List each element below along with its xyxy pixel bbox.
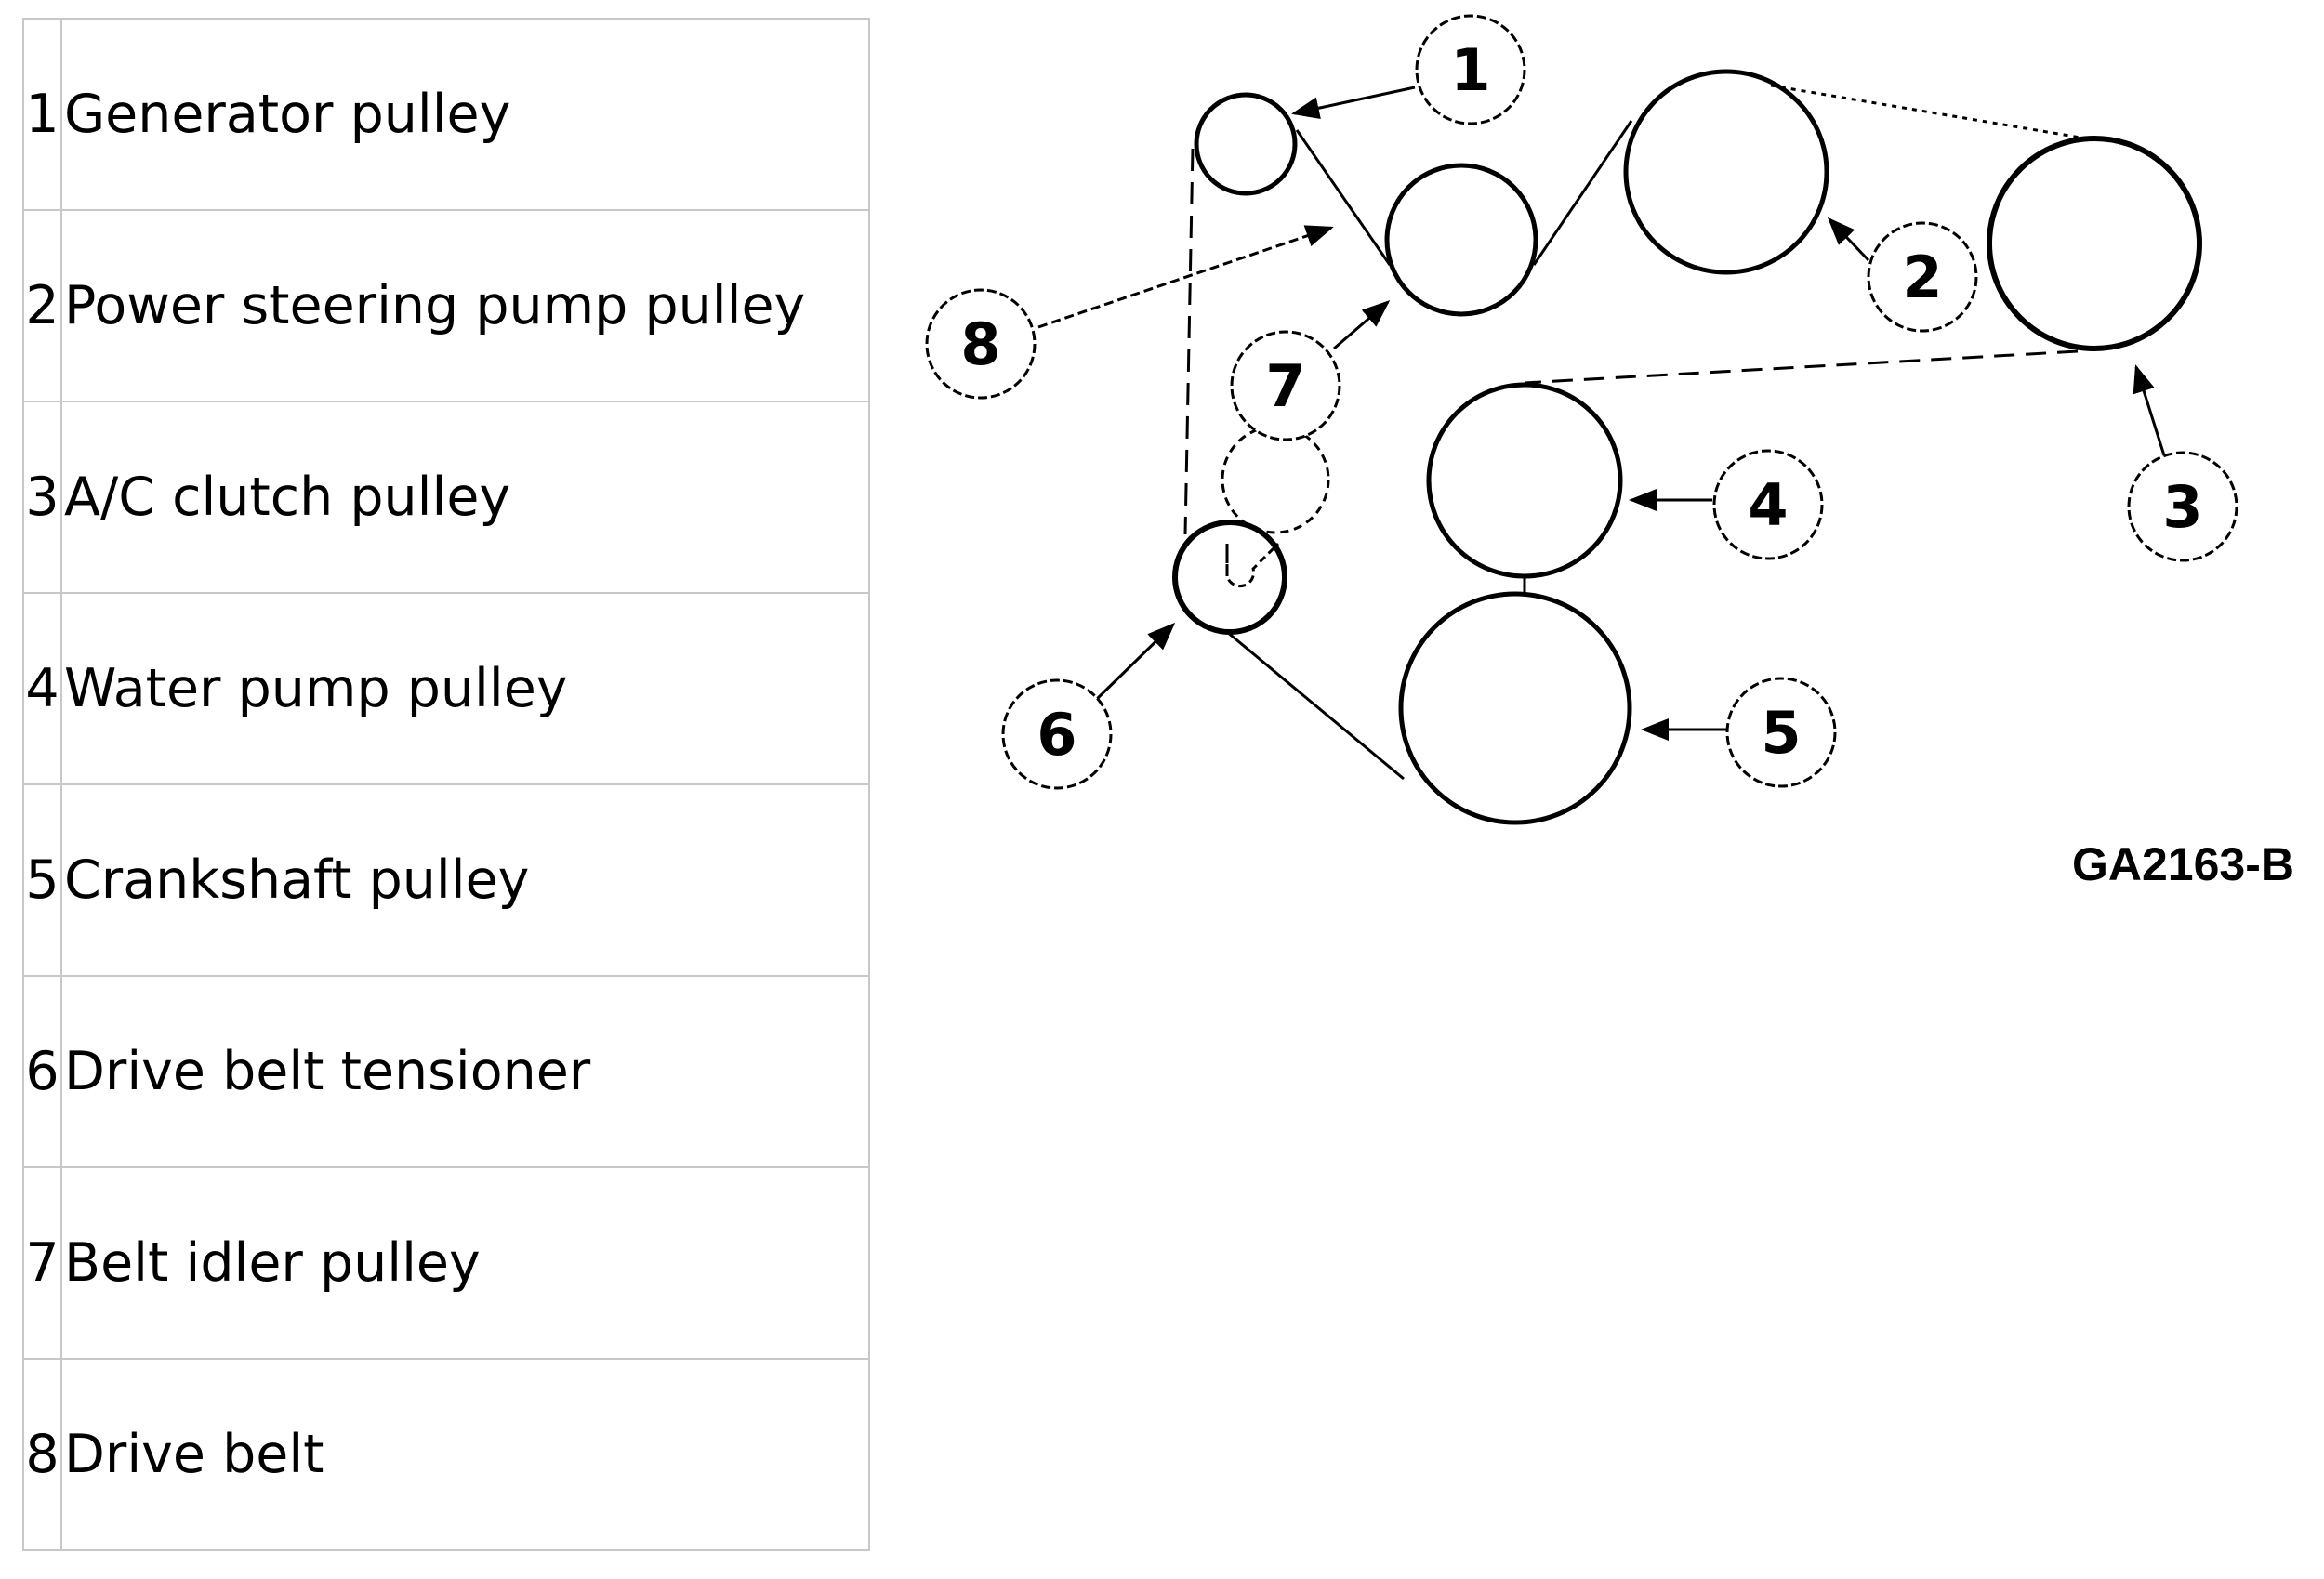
legend-number: 5 (22, 783, 62, 977)
crankshaft-pulley (1398, 591, 1632, 825)
callout-circle (1415, 14, 1526, 125)
water-pump-pulley (1426, 382, 1623, 579)
callout-bubble-6: 6 (1001, 678, 1113, 790)
legend-label: Drive belt (60, 1358, 870, 1551)
callout-circle (1712, 449, 1824, 560)
table-row: 6 Drive belt tensioner (22, 975, 870, 1168)
legend-number: 2 (22, 209, 62, 402)
belt-segment (1524, 349, 2079, 385)
callout-circle (1230, 330, 1341, 441)
belt-segment (1226, 630, 1405, 781)
callout-circle (1725, 677, 1837, 788)
belt-segment (1532, 120, 1633, 266)
legend-number: 3 (22, 401, 62, 594)
belt-segment (1295, 129, 1392, 266)
legend-number: 4 (22, 592, 62, 785)
leader-arrow (1291, 86, 1416, 120)
legend-label: Crankshaft pulley (60, 783, 870, 977)
callout-bubble-2: 2 (1867, 221, 1978, 333)
table-row: 1 Generator pulley (22, 18, 870, 211)
belt-routing-diagram: 1 2 3 4 5 6 7 8 GA2163-B (925, 14, 2294, 890)
callout-number: 7 (1265, 352, 1305, 420)
legend-number: 8 (22, 1358, 62, 1551)
legend-label: Generator pulley (60, 18, 870, 211)
table-row: 5 Crankshaft pulley (22, 783, 870, 977)
callout-number: 5 (1761, 699, 1801, 767)
callout-circle (925, 288, 1037, 400)
ac-clutch-pulley (1987, 136, 2202, 351)
belt-idler-pulley (1221, 425, 1330, 534)
power-steering-pump-pulley (1384, 163, 1538, 317)
power-steering-pulley-upper (1623, 69, 1829, 275)
legend-label: Power steering pump pulley (60, 209, 870, 402)
callout-number: 4 (1748, 471, 1788, 539)
legend-label: Water pump pulley (60, 592, 870, 785)
callout-number: 8 (960, 310, 1000, 378)
drive-belt-tensioner (1172, 520, 1287, 635)
callout-bubble-7: 7 (1230, 330, 1341, 441)
callout-bubble-5: 5 (1725, 677, 1837, 788)
legend-label: A/C clutch pulley (60, 401, 870, 594)
belt-segment (1770, 84, 2081, 139)
leader-arrow (1827, 217, 1870, 262)
callout-circle (1867, 221, 1978, 333)
callout-circle (1001, 678, 1113, 790)
callout-bubble-8: 8 (925, 288, 1037, 400)
callout-bubble-1: 1 (1415, 14, 1526, 125)
legend-label: Belt idler pulley (60, 1166, 870, 1360)
belt-segment (1183, 148, 1195, 535)
leader-arrow (1095, 622, 1176, 701)
leader-arrow (1333, 300, 1391, 350)
callout-bubble-4: 4 (1712, 449, 1824, 560)
legend-number: 7 (22, 1166, 62, 1360)
table-row: 4 Water pump pulley (22, 592, 870, 785)
callout-number: 3 (2162, 473, 2202, 541)
callout-number: 6 (1037, 701, 1076, 769)
tensioner-arm (1225, 542, 1280, 588)
legend-number: 6 (22, 975, 62, 1168)
drive-belt (1183, 84, 2081, 781)
callout-circle (2127, 451, 2238, 562)
table-row: 7 Belt idler pulley (22, 1166, 870, 1360)
callout-bubble-3: 3 (2127, 451, 2238, 562)
leader-arrow (1037, 225, 1334, 329)
table-row: 8 Drive belt (22, 1358, 870, 1551)
figure-code: GA2163-B (2072, 838, 2294, 890)
leader-arrow (2133, 364, 2166, 456)
callout-number: 2 (1902, 243, 1942, 311)
legend-label: Drive belt tensioner (60, 975, 870, 1168)
generator-pulley (1194, 92, 1298, 196)
callout-number: 1 (1450, 36, 1490, 104)
legend-table: 1 Generator pulley 2 Power steering pump… (22, 18, 870, 1551)
callout-leaders (1037, 86, 2166, 741)
table-row: 2 Power steering pump pulley (22, 209, 870, 402)
table-row: 3 A/C clutch pulley (22, 401, 870, 594)
legend-number: 1 (22, 18, 62, 211)
